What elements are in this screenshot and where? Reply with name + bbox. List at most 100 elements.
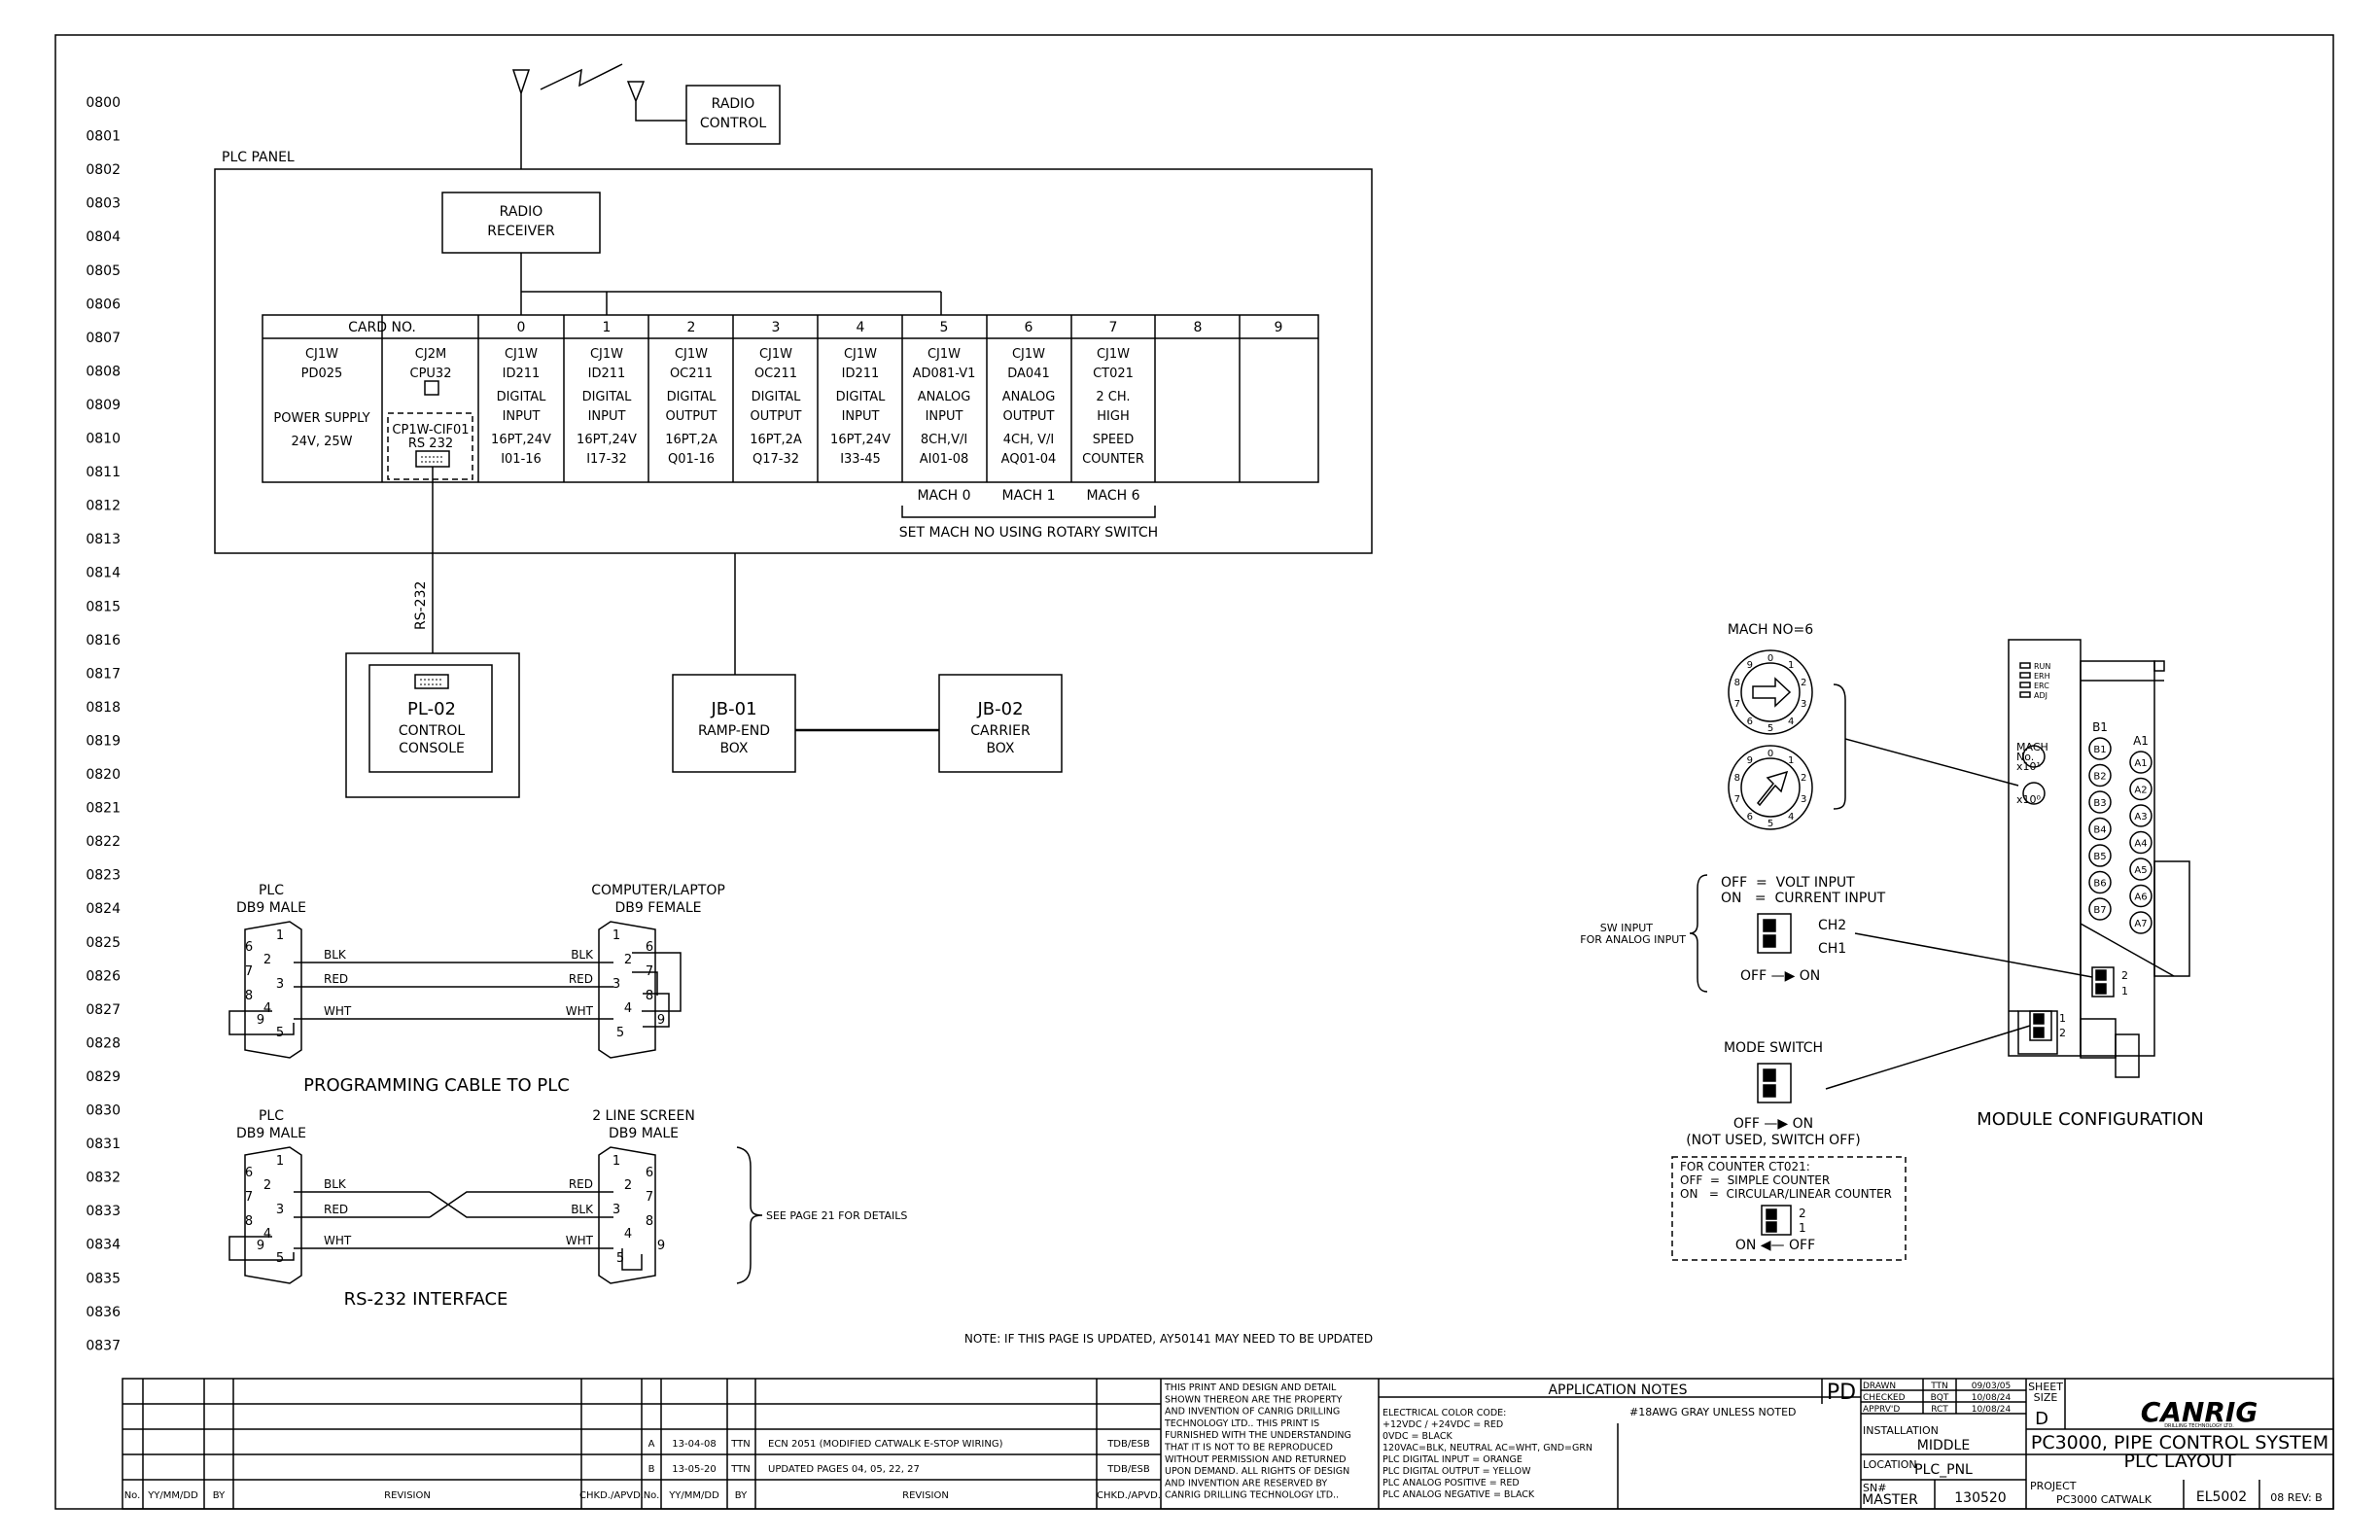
status-led	[2019, 682, 2031, 688]
card-cell-text: Q17-32	[752, 452, 799, 467]
terminal-b	[2088, 737, 2112, 760]
db9-pin: 8	[646, 989, 653, 1003]
svg-text:DB9 MALE: DB9 MALE	[236, 1126, 306, 1141]
svg-text:130520: 130520	[1954, 1490, 2006, 1506]
card-cell-text: INPUT	[842, 409, 880, 424]
terminal-b	[2088, 763, 2112, 788]
property-notice: AND INVENTION ARE RESERVED BY	[1165, 1478, 1327, 1488]
card-slot-number: 5	[940, 320, 949, 335]
plc-panel-box	[214, 168, 1373, 554]
db9-pin: 3	[276, 1203, 284, 1217]
terminal-b	[2088, 870, 2112, 894]
terminal-group-label: B1	[2092, 720, 2108, 734]
pl02-inner-box	[368, 664, 493, 773]
rev-header: CHKD./APVD.	[1097, 1490, 1161, 1501]
jb01-line1: JB-01	[710, 699, 756, 719]
line-number: 0812	[86, 499, 121, 514]
jb02-box	[938, 674, 1063, 773]
jb01-box	[672, 674, 796, 773]
svg-text:RED: RED	[569, 972, 593, 986]
svg-text:MASTER: MASTER	[1862, 1492, 1918, 1508]
dial-digit: 3	[1801, 794, 1806, 805]
app-note: PLC DIGITAL INPUT = ORANGE	[1382, 1454, 1522, 1465]
led-label: ADJ	[2034, 691, 2048, 700]
svg-text:APPLICATION NOTES: APPLICATION NOTES	[1548, 1382, 1687, 1398]
svg-text:1: 1	[2059, 1012, 2066, 1025]
db9-pin: 6	[245, 1166, 253, 1180]
card-cell-text: DA041	[1007, 367, 1050, 381]
card-cell-text: 24V, 25W	[291, 435, 352, 449]
card-cell-text: CJ1W	[928, 347, 961, 362]
dial-digit: 8	[1734, 773, 1740, 784]
line-number: 0837	[86, 1338, 121, 1353]
card-no-header: CARD NO.	[348, 320, 416, 335]
dial-digit: 4	[1788, 717, 1794, 727]
db9-pin: 2	[263, 1178, 271, 1193]
card-cell-text: Q01-16	[668, 452, 715, 467]
dial-digit: 2	[1801, 678, 1806, 688]
plc-panel-label: PLC PANEL	[222, 150, 295, 165]
svg-text:DB9 FEMALE: DB9 FEMALE	[615, 900, 702, 916]
line-number: 0817	[86, 666, 121, 682]
card-cell-text: CJ1W	[505, 347, 538, 362]
line-number: 0827	[86, 1002, 121, 1018]
card-slot-number: 4	[857, 320, 865, 335]
db9-pin: 2	[263, 953, 271, 967]
terminal-a	[2129, 751, 2152, 774]
rev-header: No.	[644, 1490, 660, 1501]
line-number: 0818	[86, 700, 121, 716]
svg-text:DB9 MALE: DB9 MALE	[236, 900, 306, 916]
svg-text:BLK: BLK	[571, 948, 594, 962]
db9-pin: 1	[276, 1154, 284, 1169]
approval-label: APPRV'D	[1863, 1405, 1900, 1415]
card-cell-text: AI01-08	[920, 452, 969, 467]
db9-pin: 8	[245, 989, 253, 1003]
line-number: 0819	[86, 733, 121, 749]
terminal-b-label: B4	[2093, 825, 2106, 836]
card-cell-text: OUTPUT	[666, 409, 718, 424]
card-cell-text: 16PT,2A	[665, 433, 718, 447]
db9-pin: 4	[624, 1001, 632, 1016]
card-cell-text: DIGITAL	[836, 390, 887, 404]
property-notice: AND INVENTION OF CANRIG DRILLING	[1165, 1407, 1340, 1418]
svg-text:PROJECT: PROJECT	[2030, 1480, 2077, 1492]
card-cell-text: HIGH	[1097, 409, 1129, 424]
card-cell-text: CJ1W	[305, 347, 338, 362]
dial-digit: 5	[1768, 723, 1773, 734]
terminal-b-label: B1	[2093, 745, 2106, 755]
approval-initials: TTN	[1930, 1382, 1948, 1391]
line-number: 0825	[86, 935, 121, 951]
card-cell-text: CPU32	[410, 367, 452, 381]
svg-text:WHT: WHT	[324, 1004, 352, 1018]
canrig-logo: CANRIG	[2141, 1396, 2258, 1428]
rev-header: CHKD./APVD.	[579, 1490, 644, 1501]
svg-text:ON ◀— OFF: ON ◀— OFF	[1735, 1238, 1815, 1253]
svg-text:BLK: BLK	[324, 948, 347, 962]
db9-pin: 7	[245, 964, 253, 979]
terminal-b-label: B2	[2093, 772, 2106, 783]
app-note: 0VDC = BLACK	[1382, 1431, 1452, 1442]
svg-text:MACH NO=6: MACH NO=6	[1728, 622, 1813, 638]
card-cell-text: COUNTER	[1082, 452, 1144, 467]
card-slot-number: 3	[772, 320, 781, 335]
approval-initials: RCT	[1931, 1405, 1948, 1415]
rev-header: YY/MM/DD	[147, 1490, 198, 1501]
terminal-a-label: A5	[2134, 865, 2147, 876]
approval-initials: BQT	[1931, 1393, 1949, 1403]
card-cell-text: DIGITAL	[582, 390, 633, 404]
radio-receiver-line2: RECEIVER	[487, 224, 555, 239]
dial-digit: 1	[1788, 755, 1794, 766]
radio-receiver-box	[441, 192, 601, 254]
dial-digit: 7	[1734, 699, 1740, 710]
line-number: 0834	[86, 1238, 121, 1253]
line-number: 0828	[86, 1035, 121, 1051]
rev-header: BY	[213, 1490, 226, 1501]
terminal-b-label: B5	[2093, 852, 2106, 862]
card-cell-text: ANALOG	[1002, 390, 1056, 404]
card-cell-text: I33-45	[840, 452, 881, 467]
svg-text:ON = CIRCULAR/LINEAR COUNTE: ON = CIRCULAR/LINEAR COUNTER	[1680, 1187, 1892, 1201]
line-number: 0824	[86, 901, 121, 917]
approval-label: DRAWN	[1863, 1382, 1896, 1391]
see-page-note: SEE PAGE 21 FOR DETAILS	[766, 1209, 907, 1222]
